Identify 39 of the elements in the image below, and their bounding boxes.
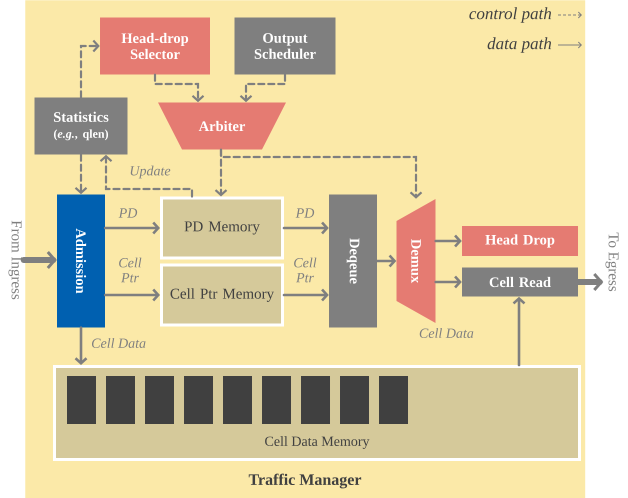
arrow xyxy=(104,222,160,234)
memory-box: Cell Ptr Memory xyxy=(160,264,284,326)
arrow xyxy=(575,273,604,291)
edge-label: Cell Data xyxy=(92,338,146,348)
edge-label: Update xyxy=(130,166,170,178)
edge-label: PD xyxy=(118,208,138,218)
edge-label: Cell Data xyxy=(420,328,474,338)
drop-box: Head Drop xyxy=(462,226,578,256)
arrow xyxy=(74,154,88,194)
memory-box: PD Memory xyxy=(160,196,284,260)
ingress-label: From Ingress xyxy=(8,220,22,300)
arrow xyxy=(376,254,396,268)
arrow xyxy=(512,296,526,366)
arrow xyxy=(80,40,100,98)
arrow xyxy=(240,74,286,102)
arrow xyxy=(104,288,160,302)
arrow xyxy=(20,251,57,269)
arrow xyxy=(434,276,462,288)
edge-label: Cell Ptr xyxy=(294,258,316,282)
dequeue-box: Deqeue xyxy=(329,194,377,328)
arrow xyxy=(100,154,194,198)
arrow xyxy=(74,326,88,365)
arrow xyxy=(154,74,204,102)
scheduler-box: Output Scheduler xyxy=(234,18,336,74)
selector-box: Head-drop Selector xyxy=(100,18,210,74)
edge-label: Cell Ptr xyxy=(119,258,142,282)
arbiter-trapezoid: Arbiter xyxy=(158,102,286,150)
arrow xyxy=(434,234,462,248)
demux-trapezoid: Demux xyxy=(396,199,436,323)
admission-box: Admission xyxy=(57,194,105,328)
statistics-box: Statistics (e.g., qlen) xyxy=(34,98,128,154)
arrow xyxy=(282,222,329,234)
arrow xyxy=(282,288,329,302)
legend-entry: data path xyxy=(488,37,582,53)
legend-entry: control path xyxy=(469,7,582,23)
egress-label: To Egress xyxy=(605,232,619,292)
read-box: Cell Read xyxy=(462,268,578,296)
edge-label: PD xyxy=(296,208,314,218)
arrow xyxy=(220,148,422,199)
